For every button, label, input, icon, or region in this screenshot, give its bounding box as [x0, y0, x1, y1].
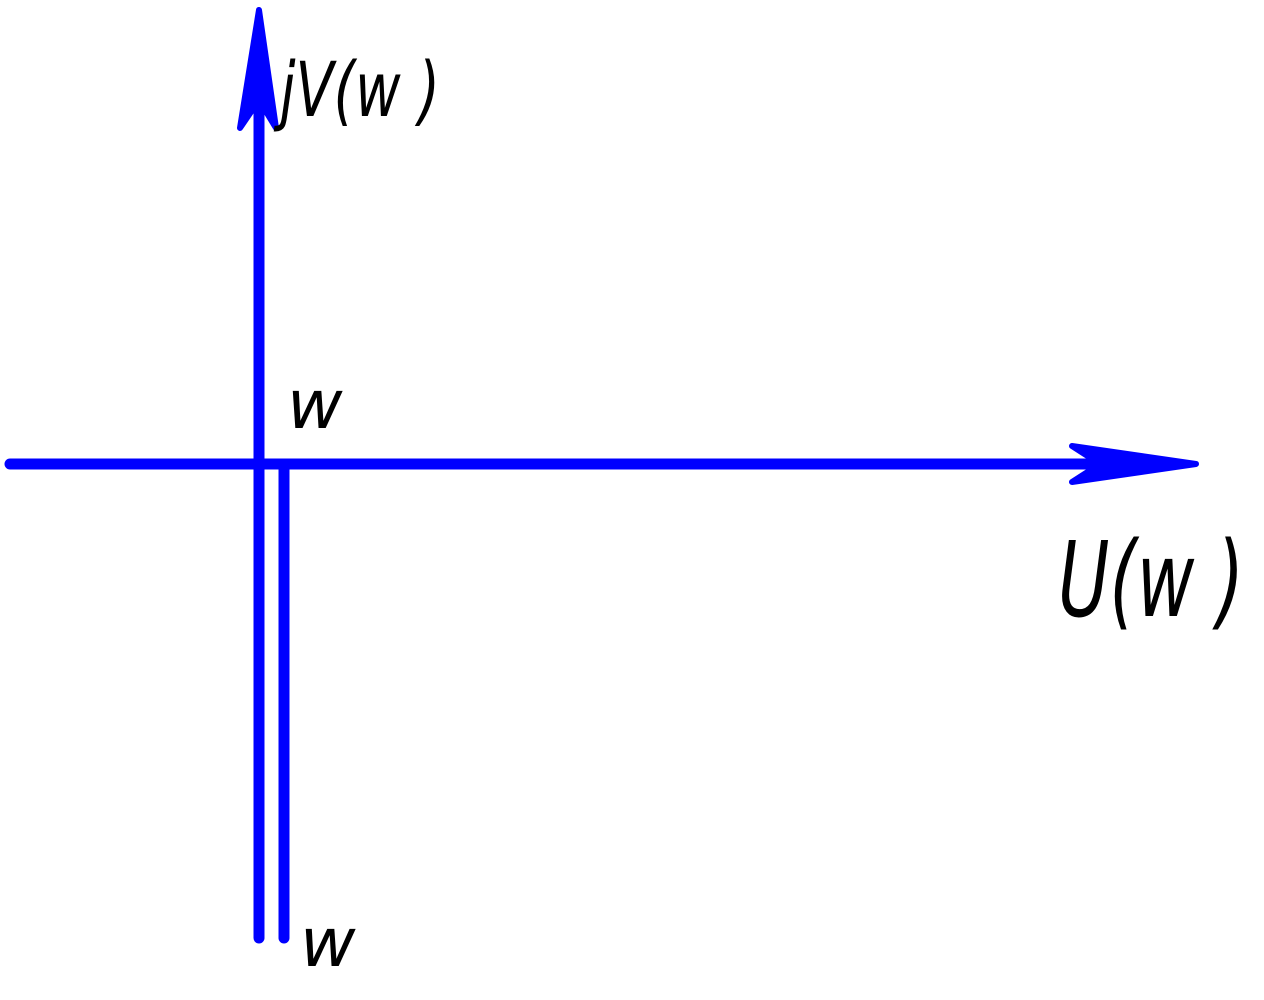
imaginary-axis-label: jV(w ) — [273, 45, 440, 134]
omega-label-origin: w — [287, 366, 343, 445]
real-axis-arrowhead — [1069, 443, 1199, 485]
imaginary-axis-arrowhead — [237, 7, 279, 131]
real-axis-label: U(w ) — [1058, 519, 1244, 641]
frequency-response-curve — [253, 458, 290, 944]
omega-label-bottom: w — [300, 904, 356, 983]
